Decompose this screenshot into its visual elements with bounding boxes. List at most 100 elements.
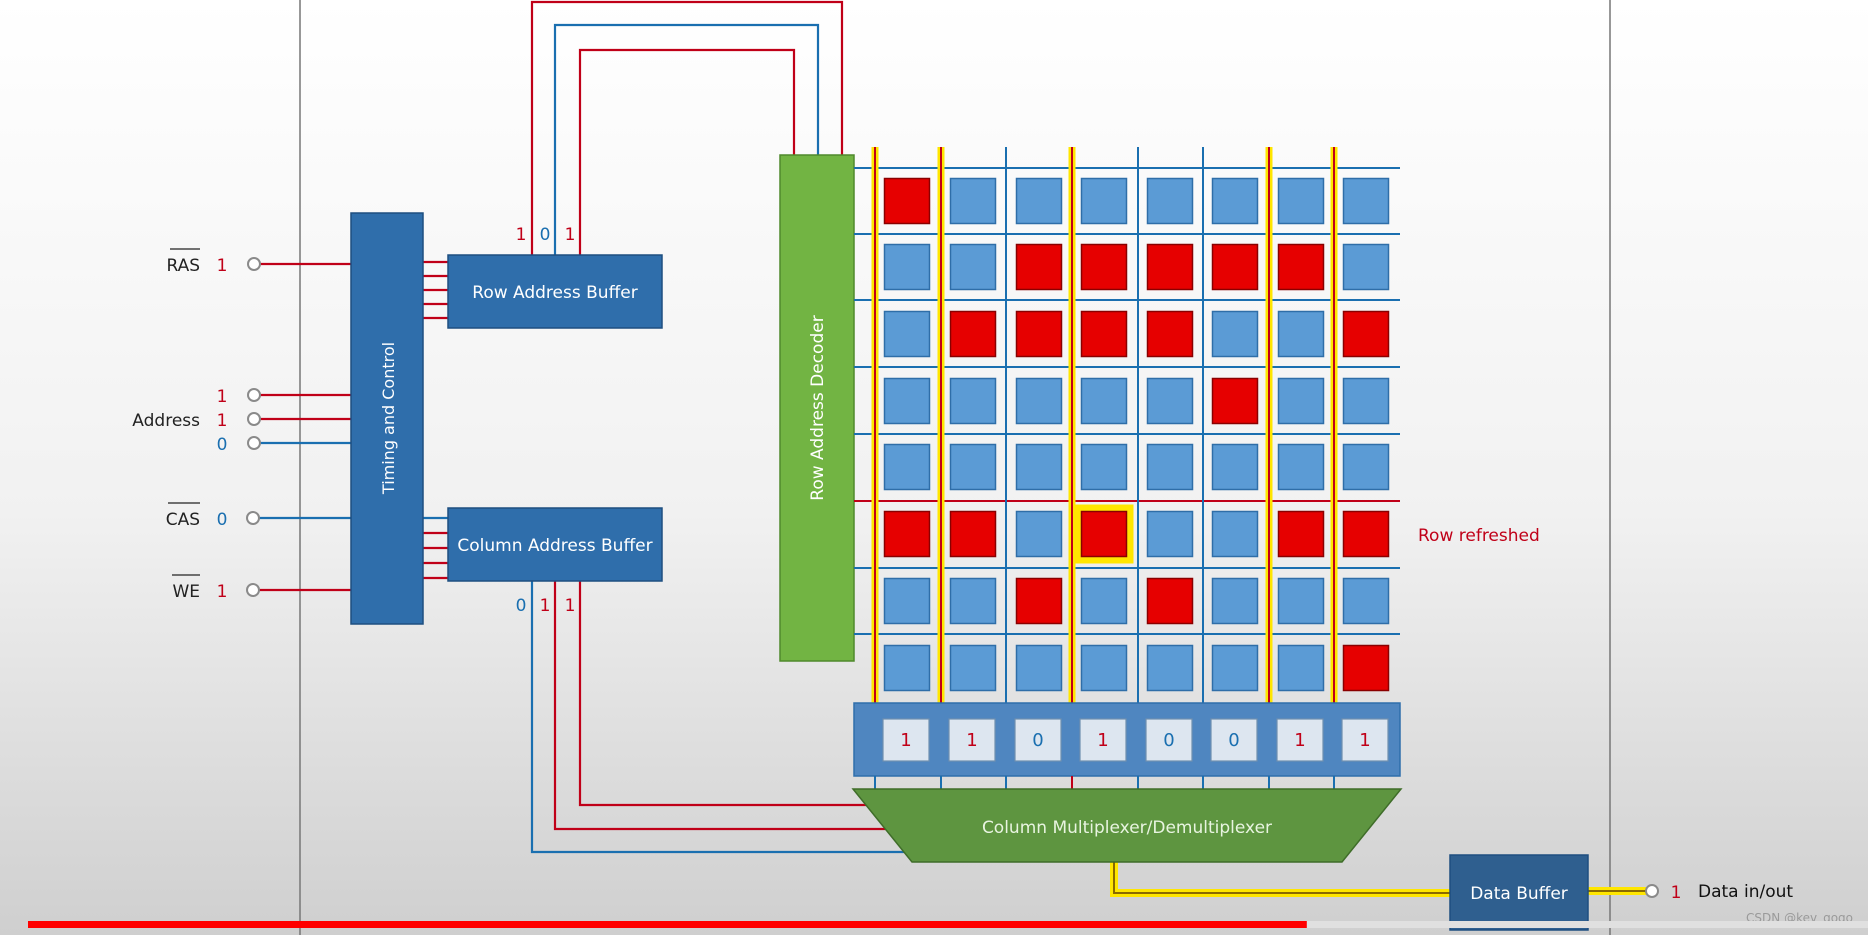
memory-cell (1211, 443, 1259, 491)
sense-amp-value: 0 (1228, 730, 1239, 751)
memory-cell (1277, 243, 1325, 291)
memory-cell (1080, 510, 1128, 558)
memory-cell (1015, 377, 1063, 425)
column-address-buffer-label: Column Address Buffer (457, 536, 652, 556)
memory-cell (883, 443, 931, 491)
sense-amp-cell (1276, 718, 1324, 762)
input-terminals (246, 257, 1659, 898)
memory-cell (1015, 510, 1063, 558)
memory-cell (949, 243, 997, 291)
sense-amp-value: 1 (900, 730, 911, 751)
memory-cell (1146, 377, 1194, 425)
sense-amp-cell (1014, 718, 1062, 762)
sense-amp-cell (1079, 718, 1127, 762)
address-terminal-1[interactable] (247, 412, 261, 426)
sense-amp-value: 1 (966, 730, 977, 751)
row-buffer-bit: 1 (565, 225, 576, 245)
memory-array (883, 177, 1390, 692)
memory-cell (1211, 577, 1259, 625)
memory-cell (1342, 243, 1390, 291)
sense-amp-value: 1 (1294, 730, 1305, 751)
row-buffer-bit: 0 (540, 225, 551, 245)
memory-cell (1015, 177, 1063, 225)
address-label: Address (132, 411, 200, 431)
memory-cell (883, 243, 931, 291)
memory-cell (883, 177, 931, 225)
memory-cell (1015, 577, 1063, 625)
memory-cell (1080, 577, 1128, 625)
sense-amp-value: 1 (1359, 730, 1370, 751)
ras-label: RAS (166, 256, 200, 276)
memory-cell (949, 377, 997, 425)
memory-cell (1015, 443, 1063, 491)
memory-cell (1080, 177, 1128, 225)
memory-cell (1277, 510, 1325, 558)
memory-cell (1211, 243, 1259, 291)
memory-cell (1146, 310, 1194, 358)
memory-cell (883, 510, 931, 558)
memory-cell (1342, 310, 1390, 358)
memory-cell (1342, 443, 1390, 491)
memory-cell (1146, 510, 1194, 558)
memory-cell (949, 177, 997, 225)
row-address-decoder (779, 154, 855, 662)
address-terminal-2[interactable] (247, 388, 261, 402)
data-io-label: Data in/out (1698, 882, 1793, 902)
memory-cell (949, 310, 997, 358)
we-terminal[interactable] (246, 583, 260, 597)
memory-cell (1080, 243, 1128, 291)
cas-label: CAS (166, 510, 200, 530)
row-buffer-bits: 1 0 1 (516, 225, 576, 245)
memory-cell (1342, 510, 1390, 558)
address-bit-1: 1 (217, 411, 228, 431)
we-label: WE (172, 582, 200, 602)
memory-cell (1211, 377, 1259, 425)
memory-cell (1211, 644, 1259, 692)
address-terminal-0[interactable] (247, 436, 261, 450)
memory-cell (1211, 310, 1259, 358)
memory-cell (883, 577, 931, 625)
sense-amp-ticks (874, 776, 1335, 789)
we-value: 1 (217, 582, 228, 602)
sense-amp-cell (1210, 718, 1258, 762)
data-buffer (1449, 854, 1589, 931)
ras-value: 1 (217, 256, 228, 276)
memory-cell (1146, 577, 1194, 625)
column-address-buffer (447, 507, 663, 582)
sense-amp-value: 1 (1097, 730, 1108, 751)
sense-amp-value: 0 (1032, 730, 1043, 751)
data-buffer-label: Data Buffer (1470, 884, 1568, 904)
sense-amp-cell (1145, 718, 1193, 762)
sense-amp-cell (882, 718, 930, 762)
memory-cell (1015, 310, 1063, 358)
memory-cell (1342, 577, 1390, 625)
memory-cell (949, 510, 997, 558)
row-address-buffer (447, 254, 663, 329)
timing-control-label: Timing and Control (379, 342, 398, 495)
memory-cell (1277, 310, 1325, 358)
memory-cell (1342, 644, 1390, 692)
col-buffer-bit: 0 (516, 596, 527, 616)
memory-cell (883, 310, 931, 358)
grid-lines (854, 147, 1400, 703)
progress-fill (28, 921, 1307, 928)
column-mux-label: Column Multiplexer/Demultiplexer (982, 818, 1272, 838)
memory-cell (1211, 510, 1259, 558)
memory-cell (949, 577, 997, 625)
memory-cell (1146, 243, 1194, 291)
cas-terminal[interactable] (246, 511, 260, 525)
memory-cell (1277, 377, 1325, 425)
timing-control-block (350, 212, 424, 625)
row-buffer-bit: 1 (516, 225, 527, 245)
col-buffer-bit: 1 (540, 596, 551, 616)
memory-cell (1342, 377, 1390, 425)
column-mux (851, 788, 1403, 863)
memory-cell (1277, 443, 1325, 491)
data-io-terminal[interactable] (1645, 884, 1659, 898)
memory-cell (1146, 443, 1194, 491)
ras-terminal[interactable] (247, 257, 261, 271)
memory-cell (949, 644, 997, 692)
